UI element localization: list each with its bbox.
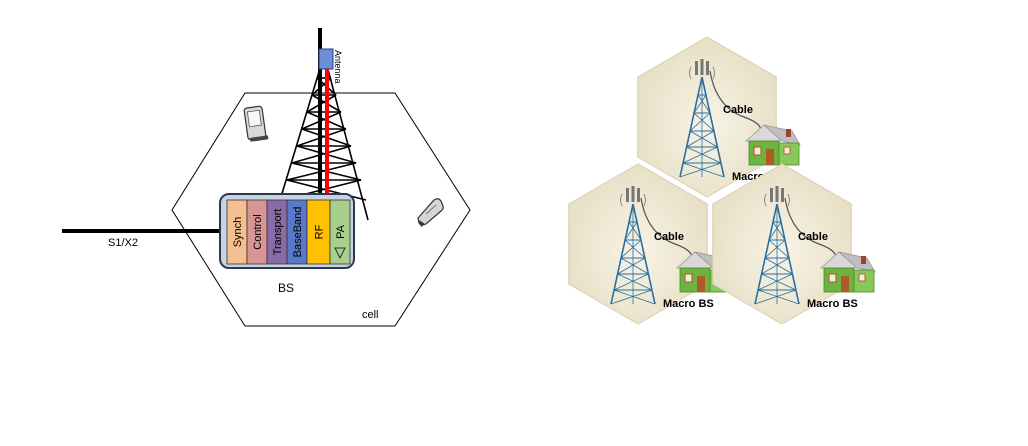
bs-module-transport: Transport xyxy=(266,199,288,265)
bs-architecture-diagram: Antenna S1/X2 Synch Control Transport BaseB… xyxy=(62,28,471,327)
bs-module-label: PA xyxy=(335,224,347,239)
bs-module-synch: Synch xyxy=(226,199,248,265)
bs-module-label: RF xyxy=(314,224,326,239)
bs-module-pa: PA xyxy=(329,199,351,265)
bs-module-label: Transport xyxy=(272,209,284,256)
cell-hexagon xyxy=(637,36,777,198)
cable-label: Cable xyxy=(723,104,753,116)
macro-bs-label: Macro BS xyxy=(807,298,858,310)
backhaul-label: S1/X2 xyxy=(108,237,138,249)
cell-hexagon xyxy=(568,163,708,325)
bs-module-label: Control xyxy=(252,214,264,249)
cable-label: Cable xyxy=(798,231,828,243)
bs-module-baseband: BaseBand xyxy=(286,199,308,265)
cell-label: cell xyxy=(362,309,379,321)
bs-module-rf: RF xyxy=(306,199,331,265)
bs-module-label: BaseBand xyxy=(292,207,304,258)
macro-bs-label: Macro BS xyxy=(663,298,714,310)
mobile-phone-icon xyxy=(417,198,444,227)
bs-module-label: Synch xyxy=(232,217,244,248)
antenna-box xyxy=(318,48,334,70)
cable-label: Cable xyxy=(654,231,684,243)
cell-hexagon xyxy=(171,92,471,327)
pda-device-icon xyxy=(243,105,269,142)
bs-label: BS xyxy=(278,281,294,295)
amplifier-icon xyxy=(334,247,346,260)
bs-module-control: Control xyxy=(246,199,268,265)
antenna-label: Antenna xyxy=(333,50,343,84)
cell-hexagon xyxy=(712,163,852,325)
